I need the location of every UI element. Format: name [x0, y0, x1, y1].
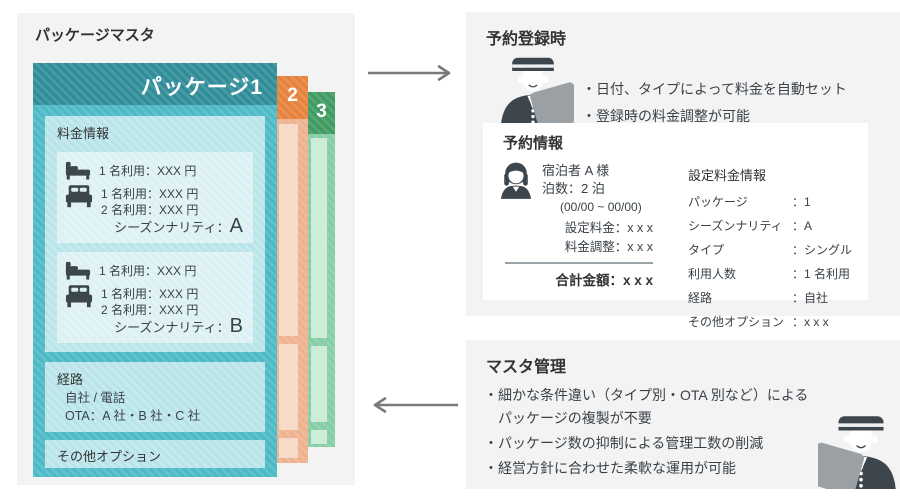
package-card-3-inner	[311, 138, 327, 338]
fee-row-value: ：1	[792, 195, 811, 209]
fee-row-label: シーズンナリティ	[688, 219, 783, 233]
other-options-label: その他オプション	[57, 449, 162, 464]
reservation-title: 予約登録時	[486, 31, 567, 48]
single-bed-icon	[65, 161, 91, 185]
seasonality-line: シーズンナリティ：A	[114, 215, 243, 238]
double-use-prices: 1 名利用：XXX 円 2 名利用：XXX 円	[101, 284, 198, 318]
package-card-1-header: パッケージ1	[33, 63, 277, 105]
seasonality-label: シーズンナリティ：	[114, 220, 230, 235]
reservation-info-title: 予約情報	[503, 135, 564, 152]
seasonality-value: B	[229, 315, 243, 337]
double-price-2: 2 名利用：XXX 円	[101, 303, 199, 317]
fee-row-value: ：自社	[792, 291, 829, 305]
fee-adjust-line: 料金調整：x x x	[564, 240, 653, 254]
seasonality-line: シーズンナリティ：B	[114, 315, 243, 338]
seasonality-value: A	[229, 215, 243, 237]
reservation-panel: 予約登録時 ・日付、タイプによって料金を自動セット ・登録時の料金調整が可能 予…	[466, 12, 900, 329]
master-bullet-1-line-1: ・細かな条件違い（タイプ別・OTA 別など）による	[484, 387, 809, 403]
configured-fee-info: 設定料金情報 パッケージ ：1 シーズンナリティ ：A タイプ ：シングル 利用人数 ：…	[688, 165, 852, 330]
package-card-1: パッケージ1 料金情報 1 名利用：XXX 円	[33, 63, 277, 477]
double-bed-icon	[65, 184, 93, 213]
master-bullet-3: ・経営方針に合わせた柔軟な運用が可能	[484, 460, 736, 476]
double-price-1: 1 名利用：XXX 円	[101, 287, 199, 301]
master-bullet-2: ・パッケージ数の抑制による管理工数の削減	[484, 435, 764, 451]
fee-row-label: その他オプション	[688, 315, 785, 329]
fee-row-value: ：1 名利用	[792, 267, 851, 281]
package-card-3-inner	[311, 430, 327, 444]
flow-arrow-right-icon	[366, 64, 458, 87]
fee-row-label: 経路	[688, 291, 713, 305]
route-label: 経路	[57, 372, 84, 387]
single-use-price: 1 名利用：XXX 円	[99, 264, 197, 278]
configured-fee-info-list: パッケージ ：1 シーズンナリティ ：A タイプ ：シングル 利用人数 ：1 名利用 経…	[688, 193, 852, 330]
master-bullet-1-line-2: パッケージの複製が不要	[498, 410, 652, 426]
fee-row-value: ：A	[792, 219, 813, 233]
package-card-3-number: 3	[316, 101, 327, 122]
master-management-title: マスタ管理	[486, 359, 567, 376]
reservation-bullet-2: ・登録時の料金調整が可能	[582, 108, 750, 124]
package-card-1-title: パッケージ1	[140, 76, 263, 99]
guest-dates: (00/00 ~ 00/00)	[560, 200, 642, 214]
reservation-info-box: 予約情報 宿泊者 A 様 泊数：2 泊 (00/00 ~ 00/00)	[483, 123, 868, 329]
package-master-panel: パッケージマスタ 3 2 パッケージ1 料金情報	[17, 13, 355, 485]
guest-info: 宿泊者 A 様 泊数：2 泊 (00/00 ~ 00/00)	[542, 162, 642, 216]
route-line-ota: OTA：A 社・B 社・C 社	[65, 409, 201, 423]
guest-avatar-icon	[500, 161, 532, 204]
total-divider	[505, 262, 653, 264]
fee-row-value: ：シングル	[792, 243, 853, 257]
package-card-2-inner	[279, 438, 298, 458]
bellhop-icon	[807, 412, 900, 489]
package-master-title: パッケージマスタ	[35, 27, 155, 44]
single-bed-icon	[65, 261, 91, 285]
route-lines: 自社 / 電話 OTA：A 社・B 社・C 社	[65, 389, 200, 425]
reservation-bullet-1: ・日付、タイプによって料金を自動セット	[582, 81, 847, 97]
fee-row-label: 利用人数	[688, 267, 737, 281]
fee-info-section: 料金情報 1 名利用：XXX 円 1 名利用：XXX	[45, 116, 265, 352]
fee-row-label: パッケージ	[688, 195, 748, 209]
master-management-bullets: ・細かな条件違い（タイプ別・OTA 別など）による パッケージの複製が不要 ・パ…	[484, 384, 808, 480]
fee-info-label: 料金情報	[57, 126, 110, 141]
total-amount-line: 合計金額：x x x	[555, 273, 653, 288]
package-card-3-inner	[311, 346, 327, 422]
bellhop-icon	[492, 54, 583, 131]
package-card-2-inner	[279, 124, 298, 336]
package-card-2-number: 2	[287, 85, 298, 106]
double-price-1: 1 名利用：XXX 円	[101, 187, 199, 201]
guest-name: 宿泊者 A 様	[542, 163, 610, 178]
flow-arrow-left-icon	[364, 396, 460, 419]
fee-row-label: タイプ	[688, 243, 725, 257]
fee-card-season-b: 1 名利用：XXX 円 1 名利用：XXX 円 2 名利用：XXX 円 シーズン…	[57, 252, 253, 343]
configured-fee-info-title: 設定料金情報	[688, 168, 767, 183]
reservation-bullets: ・日付、タイプによって料金を自動セット ・登録時の料金調整が可能	[582, 76, 847, 130]
double-use-prices: 1 名利用：XXX 円 2 名利用：XXX 円	[101, 184, 198, 218]
seasonality-label: シーズンナリティ：	[114, 320, 230, 335]
double-bed-icon	[65, 284, 93, 313]
fee-card-season-a: 1 名利用：XXX 円 1 名利用：XXX 円 2 名利用：XXX 円 シーズン…	[57, 152, 253, 243]
master-management-panel: マスタ管理 ・細かな条件違い（タイプ別・OTA 別など）による パッケージの複製…	[466, 340, 900, 489]
double-price-2: 2 名利用：XXX 円	[101, 203, 199, 217]
single-use-price: 1 名利用：XXX 円	[99, 164, 197, 178]
other-options-section: その他オプション	[45, 440, 265, 468]
guest-nights: 泊数：2 泊	[542, 181, 605, 196]
fee-row-value: ：x x x	[792, 315, 829, 329]
package-card-2-inner	[279, 344, 298, 430]
route-line-own: 自社 / 電話	[65, 391, 126, 405]
route-section: 経路 自社 / 電話 OTA：A 社・B 社・C 社	[45, 362, 265, 432]
fees-summary: 設定料金：x x x 料金調整：x x x 合計金額：x x x	[505, 219, 653, 290]
set-fee-line: 設定料金：x x x	[564, 221, 653, 235]
